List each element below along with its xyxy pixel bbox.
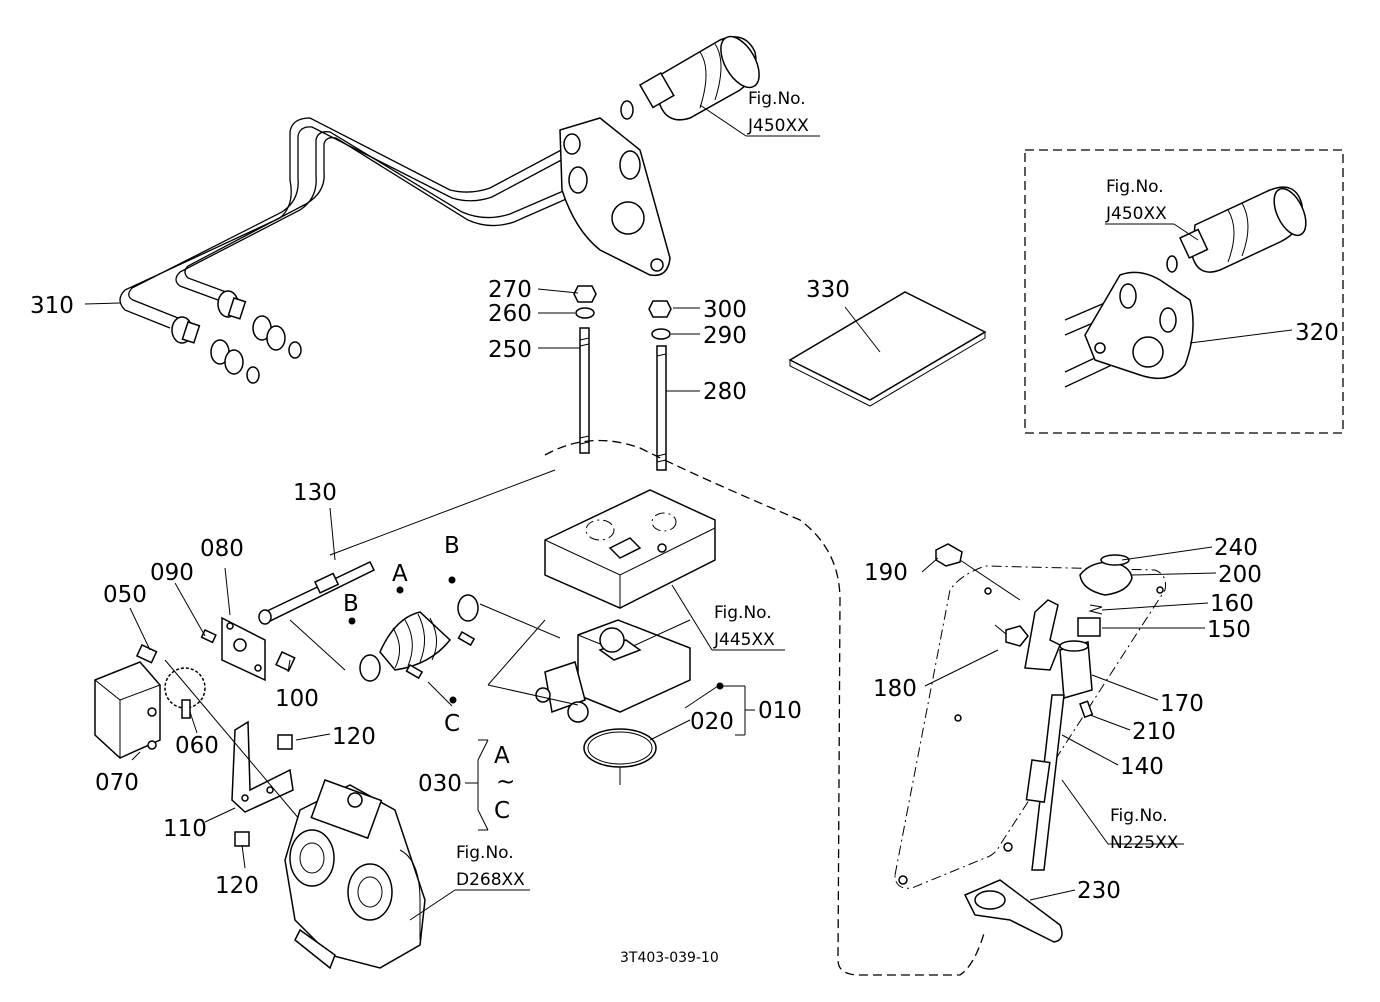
label-010: 010 — [758, 698, 802, 724]
label-270: 270 — [488, 277, 532, 303]
label-210: 210 — [1132, 719, 1176, 745]
fig-ref-title: Fig.No. — [1110, 806, 1168, 826]
fig-ref-title: Fig.No. — [1106, 177, 1164, 197]
label-170: 170 — [1160, 691, 1204, 717]
letter-labels: A B B C A ~ C — [343, 533, 515, 824]
marker-dots — [348, 576, 724, 704]
label-310: 310 — [30, 293, 74, 319]
part-number-labels: 310 270 260 250 300 290 280 330 320 130 … — [30, 277, 1339, 904]
label-090: 090 — [150, 560, 194, 586]
label-140: 140 — [1120, 754, 1164, 780]
control-valve — [487, 439, 986, 976]
label-120-top: 120 — [332, 724, 376, 750]
label-300: 300 — [703, 297, 747, 323]
label-060: 060 — [175, 733, 219, 759]
label-020: 020 — [690, 709, 734, 735]
figure-references: Fig.No. J450XX Fig.No. J450XX Fig.No. J4… — [456, 89, 1179, 890]
label-030: 030 — [418, 771, 462, 797]
range-start-a: A — [494, 743, 510, 769]
label-290: 290 — [703, 323, 747, 349]
label-280: 280 — [703, 379, 747, 405]
fig-ref-code: J445XX — [713, 630, 775, 650]
lever-assembly — [894, 543, 1166, 943]
label-150: 150 — [1207, 617, 1251, 643]
hydraulic-pipes — [119, 35, 760, 384]
label-120-bottom: 120 — [215, 873, 259, 899]
label-250: 250 — [488, 337, 532, 363]
fig-ref-title: Fig.No. — [714, 603, 772, 623]
pump-assembly — [284, 779, 426, 970]
letter-c: C — [444, 711, 460, 737]
fig-ref-code: N225XX — [1110, 833, 1179, 853]
label-180: 180 — [873, 676, 917, 702]
fig-ref-code: J450XX — [1105, 204, 1167, 224]
range-end-c: C — [494, 798, 510, 824]
label-100: 100 — [275, 686, 319, 712]
letter-b-left: B — [343, 591, 359, 617]
label-330: 330 — [806, 277, 850, 303]
pipe-fitting-upper — [217, 290, 302, 359]
letter-b-right: B — [444, 533, 460, 559]
fig-ref-title: Fig.No. — [456, 843, 514, 863]
label-070: 070 — [95, 770, 139, 796]
label-160: 160 — [1210, 591, 1254, 617]
cover-assembly — [94, 469, 561, 847]
fig-ref-code: J450XX — [747, 116, 809, 136]
filter-assembly — [620, 35, 760, 121]
fig-ref-code: D268XX — [456, 870, 525, 890]
label-260: 260 — [488, 301, 532, 327]
inset-box — [1024, 149, 1344, 434]
manual-booklet — [788, 291, 987, 407]
letter-a: A — [392, 561, 408, 587]
leader-lines — [84, 104, 1293, 921]
label-200: 200 — [1218, 562, 1262, 588]
range-tilde: ~ — [496, 769, 515, 795]
label-240: 240 — [1214, 535, 1258, 561]
label-190: 190 — [864, 560, 908, 586]
pipe-fitting-lower — [171, 316, 260, 384]
label-050: 050 — [103, 582, 147, 608]
fig-ref-title: Fig.No. — [748, 89, 806, 109]
label-320: 320 — [1295, 320, 1339, 346]
label-230: 230 — [1077, 878, 1121, 904]
label-130: 130 — [293, 480, 337, 506]
stud-bolts — [573, 285, 672, 471]
label-110: 110 — [163, 816, 207, 842]
drawing-code: 3T403-039-10 — [620, 950, 719, 966]
label-080: 080 — [200, 536, 244, 562]
